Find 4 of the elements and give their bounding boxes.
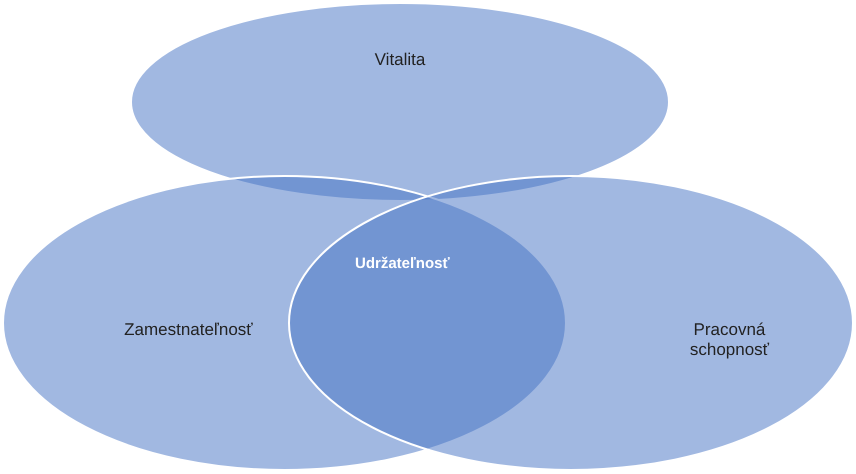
set-label: Vitalita (374, 50, 426, 70)
intersection-label: Udržateľnosť (355, 255, 450, 272)
set-label: Zamestnateľnosť (123, 320, 254, 340)
set-label: Pracovná schopnosť (688, 320, 770, 360)
